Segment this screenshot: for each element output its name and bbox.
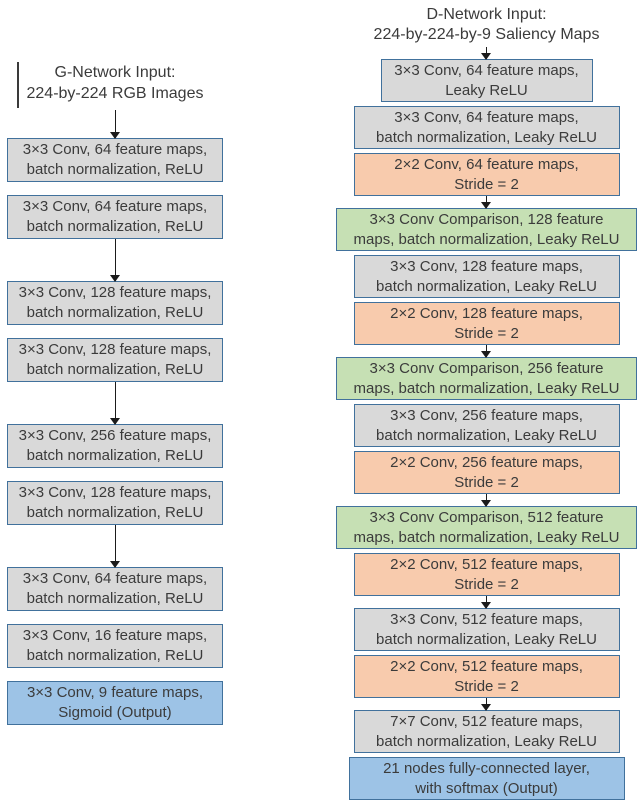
layer-text-line: maps, batch normalization, Leaky ReLU [353,528,620,546]
flow-arrow [109,110,120,139]
layer-box-conv: 3×3 Conv, 128 feature maps, batch normali… [7,281,223,325]
layer-text-line: batch normalization, Leaky ReLU [376,630,597,648]
layer-box-stride: 2×2 Conv, 64 feature maps, Stride = 2 [353,153,620,196]
d-network-title: D-Network Input: 224-by-224-by-9 Salienc… [336,5,637,45]
layer-text-line: 3×3 Conv, 9 feature maps, [26,683,204,701]
layer-text-line: batch normalization, ReLU [26,304,204,321]
g-network-title: G-Network Input: 224-by-224 RGB Images [7,62,223,104]
layer-box-conv: 3×3 Conv, 64 feature maps, batch normaliz… [7,567,223,611]
layer-text-line: batch normalization, ReLU [26,361,204,378]
layer-text-line: Stride = 2 [454,324,519,342]
layer-text-line: 3×3 Conv, 16 feature maps, [22,626,208,644]
flow-arrow [109,382,120,425]
layer-text-line: maps, batch normalization, Leaky ReLU [353,230,620,248]
title-line: D-Network Input: [426,6,547,23]
flow-arrow [481,196,492,209]
layer-text-line: with softmax (Output) [415,779,558,797]
layer-text-line: 3×3 Conv, 256 feature maps, [18,426,212,444]
layer-text-line: batch normalization, ReLU [26,447,204,464]
layer-box-conv: 3×3 Conv, 512 feature maps, batch normali… [353,608,620,651]
layer-box-conv: 3×3 Conv, 256 feature maps, batch normali… [353,404,620,447]
layer-text-line: 3×3 Conv, 256 feature maps, [390,406,583,424]
layer-text-line: 3×3 Conv, 128 feature maps, [18,340,212,358]
g-layer-stack: 3×3 Conv, 64 feature maps, batch normaliz… [7,138,223,725]
layer-text-line: Leaky ReLU [445,81,528,99]
layer-box-comparison: 3×3 Conv Comparison, 512 feature maps, ba… [336,506,637,549]
layer-text-line: 3×3 Conv Comparison, 128 feature [369,210,604,228]
layer-box-stride: 2×2 Conv, 128 feature maps, Stride = 2 [353,302,620,345]
layer-text-line: Stride = 2 [454,473,519,491]
layer-box-conv: 3×3 Conv, 64 feature maps, batch normaliz… [7,138,223,182]
flow-arrow [481,596,492,609]
layer-text-line: batch normalization, ReLU [26,590,204,607]
layer-box-conv: 3×3 Conv, 128 feature maps, batch normali… [7,338,223,382]
layer-box-comparison: 3×3 Conv Comparison, 256 feature maps, ba… [336,357,637,400]
layer-text-line: 2×2 Conv, 512 feature maps, [390,555,583,573]
layer-text-line: batch normalization, ReLU [26,647,204,664]
layer-text-line: batch normalization, Leaky ReLU [376,426,597,444]
layer-text-line: batch normalization, ReLU [26,504,204,521]
layer-text-line: 2×2 Conv, 512 feature maps, [390,657,583,675]
layer-text-line: 2×2 Conv, 256 feature maps, [390,453,583,471]
title-line: 224-by-224-by-9 Saliency Maps [373,26,600,43]
layer-text-line: batch normalization, ReLU [26,218,204,235]
layer-text-line: 3×3 Conv, 64 feature maps, [22,569,208,587]
layer-box-output: 21 nodes fully-connected layer, with soft… [348,757,625,800]
title-line: G-Network Input: [54,64,176,81]
layer-text-line: 3×3 Conv, 64 feature maps, [22,140,208,158]
flow-arrow [481,698,492,711]
layer-text-line: Stride = 2 [454,677,519,695]
layer-text-line: 3×3 Conv, 64 feature maps, [22,197,208,215]
layer-text-line: batch normalization, Leaky ReLU [376,128,597,146]
layer-box-stride: 2×2 Conv, 512 feature maps, Stride = 2 [353,553,620,596]
layer-text-line: 3×3 Conv, 128 feature maps, [18,483,212,501]
layer-box-conv: 7×7 Conv, 512 feature maps, batch normali… [353,710,620,753]
layer-box-stride: 2×2 Conv, 256 feature maps, Stride = 2 [353,451,620,494]
flow-arrow [481,345,492,358]
layer-text-line: 7×7 Conv, 512 feature maps, [390,712,583,730]
g-network-column: G-Network Input: 224-by-224 RGB Images 3… [7,62,223,725]
layer-text-line: Stride = 2 [454,575,519,593]
layer-text-line: 3×3 Conv, 128 feature maps, [18,283,212,301]
layer-text-line: 3×3 Conv, 64 feature maps, [394,108,579,126]
layer-box-conv: 3×3 Conv, 16 feature maps, batch normaliz… [7,624,223,668]
layer-text-line: 3×3 Conv Comparison, 512 feature [369,508,604,526]
layer-text-line: batch normalization, Leaky ReLU [376,277,597,295]
layer-text-line: Stride = 2 [454,175,519,193]
layer-text-line: 2×2 Conv, 128 feature maps, [390,304,583,322]
layer-box-conv: 3×3 Conv, 128 feature maps, batch normali… [7,481,223,525]
flow-arrow [481,47,492,60]
layer-text-line: maps, batch normalization, Leaky ReLU [353,379,620,397]
vertical-tick-line [17,62,19,108]
layer-text-line: 3×3 Conv, 512 feature maps, [390,610,583,628]
d-network-column: D-Network Input: 224-by-224-by-9 Salienc… [336,5,637,800]
title-line: 224-by-224 RGB Images [26,85,204,102]
layer-box-comparison: 3×3 Conv Comparison, 128 feature maps, ba… [336,208,637,251]
layer-box-stride: 2×2 Conv, 512 feature maps, Stride = 2 [353,655,620,698]
layer-box-output: 3×3 Conv, 9 feature maps, Sigmoid (Output… [7,681,223,725]
layer-text-line: Sigmoid (Output) [58,704,172,721]
flow-arrow [481,494,492,507]
flow-arrow [109,525,120,568]
layer-text-line: 3×3 Conv, 64 feature maps, [394,61,579,79]
layer-box-conv: 3×3 Conv, 128 feature maps, batch normali… [353,255,620,298]
layer-text-line: batch normalization, ReLU [26,161,204,178]
layer-text-line: 3×3 Conv Comparison, 256 feature [369,359,604,377]
layer-text-line: 3×3 Conv, 128 feature maps, [390,257,583,275]
layer-box-conv: 3×3 Conv, 64 feature maps, batch normaliz… [353,106,620,149]
layer-text-line: batch normalization, Leaky ReLU [376,732,597,750]
flow-arrow [109,239,120,282]
layer-box-conv: 3×3 Conv, 64 feature maps, Leaky ReLU [380,59,593,102]
layer-text-line: 2×2 Conv, 64 feature maps, [394,155,579,173]
layer-text-line: 21 nodes fully-connected layer, [383,759,590,777]
layer-box-conv: 3×3 Conv, 64 feature maps, batch normaliz… [7,195,223,239]
layer-box-conv: 3×3 Conv, 256 feature maps, batch normali… [7,424,223,468]
